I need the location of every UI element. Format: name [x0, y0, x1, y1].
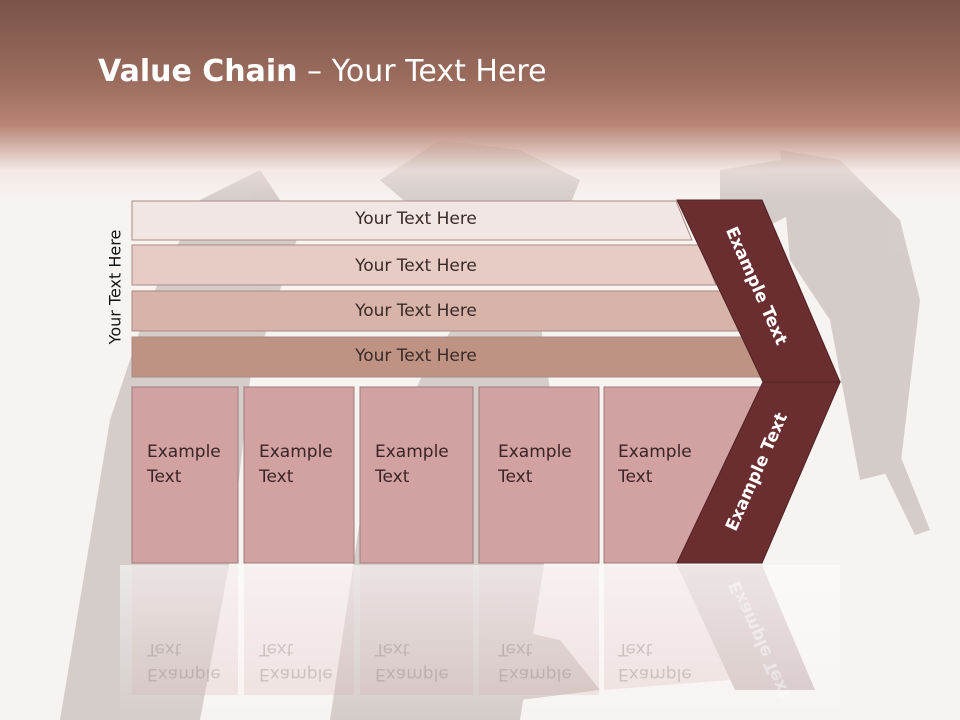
title-bold: Value Chain [98, 54, 298, 89]
bar-3-label: Your Text Here [355, 301, 477, 321]
box-5-line1: Example [618, 442, 692, 462]
box-1-reflection: Example Text [147, 636, 221, 686]
title-rest: Your Text Here [331, 54, 547, 89]
bar-2-label: Your Text Here [355, 256, 477, 276]
bar-1-label: Your Text Here [355, 209, 477, 229]
box-2-refl-line1: Example [259, 664, 333, 684]
box-5-refl-line2: Text [618, 639, 653, 659]
header-band [0, 0, 960, 200]
box-1[interactable] [131, 386, 239, 564]
box-3-refl-line1: Example [375, 664, 449, 684]
box-1-line1: Example [147, 442, 221, 462]
box-4-reflection: Example Text [498, 636, 572, 686]
box-4[interactable] [478, 386, 600, 564]
box-3[interactable] [359, 386, 474, 564]
box-2-refl-line2: Text [259, 639, 294, 659]
box-3-line1: Example [375, 442, 449, 462]
box-1-refl-line1: Example [147, 664, 221, 684]
box-2[interactable] [243, 386, 355, 564]
box-4-line1: Example [498, 442, 572, 462]
slide-title: Value Chain – Your Text Here [98, 54, 547, 89]
box-3-refl-line2: Text [375, 639, 410, 659]
box-4-line2: Text [498, 467, 533, 487]
bar-2[interactable] [131, 244, 717, 286]
box-1-refl-line2: Text [147, 639, 182, 659]
chevron-lower[interactable] [676, 381, 841, 564]
box-4-refl-line1: Example [498, 664, 572, 684]
box-2-reflection: Example Text [259, 636, 333, 686]
bar-1[interactable] [131, 200, 693, 241]
box-2-line2: Text [259, 467, 294, 487]
title-separator: – [297, 54, 332, 89]
box-2-line1: Example [259, 442, 333, 462]
box-3-line2: Text [375, 467, 410, 487]
box-5-refl-line1: Example [618, 664, 692, 684]
bar-4-label: Your Text Here [355, 346, 477, 366]
box-5-reflection: Example Text [618, 636, 692, 686]
box-4-refl-line2: Text [498, 639, 533, 659]
box-1-line2: Text [147, 467, 182, 487]
box-3-reflection: Example Text [375, 636, 449, 686]
box-5-line2: Text [618, 467, 653, 487]
